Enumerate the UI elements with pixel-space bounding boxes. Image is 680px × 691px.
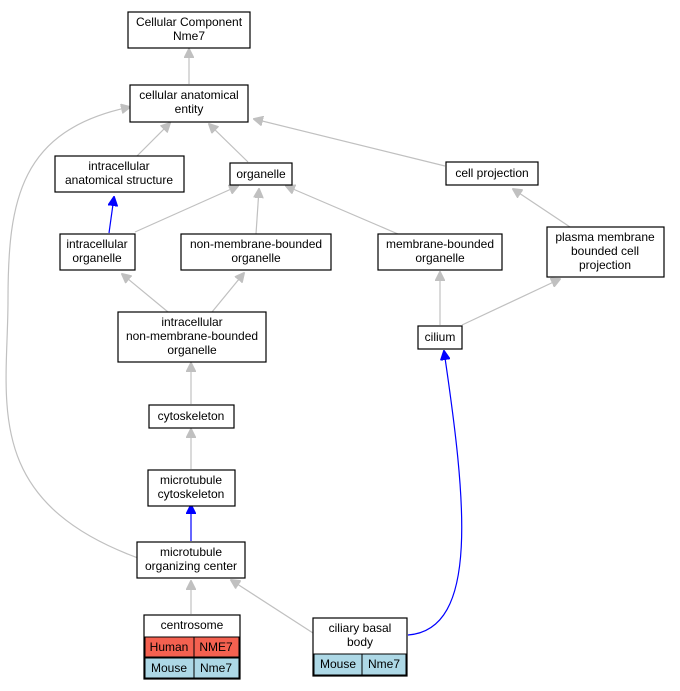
node-label-line: organizing center: [145, 559, 237, 573]
node-centrosome[interactable]: centrosome Human NME7 Mouse Nme7: [143, 614, 241, 680]
node-organelle[interactable]: organelle: [229, 162, 293, 186]
species-label: Mouse: [151, 661, 187, 675]
node-label-line: cytoskeleton: [158, 487, 225, 501]
species-row-mouse: Mouse Nme7: [144, 657, 240, 679]
node-label-line: organelle: [231, 251, 281, 265]
edge-organelle-to-cae: [209, 124, 249, 163]
species-row-human: Human NME7: [144, 636, 240, 658]
node-intracellular-organelle[interactable]: intracellular organelle: [59, 233, 136, 271]
gene-label: Nme7: [200, 661, 232, 675]
node-plasma-membrane-bounded-cell-projection[interactable]: plasma membrane bounded cell projection: [546, 226, 665, 278]
node-intracellular-non-membrane-bounded-organelle[interactable]: intracellular non-membrane-bounded organ…: [117, 311, 267, 363]
node-microtubule-cytoskeleton[interactable]: microtubule cytoskeleton: [147, 469, 236, 507]
node-label-line: organelle: [167, 343, 217, 357]
edge-intraorg-to-ias: [109, 197, 114, 234]
node-label-line: organelle: [415, 251, 465, 265]
node-label-line: ciliary basal: [329, 621, 392, 635]
species-row-mouse: Mouse Nme7: [313, 653, 407, 676]
node-cytoskeleton[interactable]: cytoskeleton: [148, 404, 235, 429]
node-label-line: cilium: [425, 330, 456, 344]
edge-pmbcp-to-cellproj: [513, 189, 571, 228]
edge-intraorg-to-organelle: [134, 186, 238, 233]
edges: [5, 49, 571, 636]
gene-cell-mouse: [193, 657, 240, 679]
edge-mtoc-to-cae: [5, 107, 139, 559]
node-label-line: cellular anatomical: [139, 88, 238, 102]
node-cilium[interactable]: cilium: [417, 325, 463, 350]
species-label: Human: [150, 640, 189, 654]
gene-label: Nme7: [368, 657, 400, 671]
edge-mbo-to-organelle: [286, 186, 399, 235]
node-label-line: membrane-bounded: [386, 237, 494, 251]
edge-cbb-to-mtoc: [231, 580, 314, 634]
node-label-line: projection: [579, 258, 631, 272]
node-label-line: Nme7: [173, 29, 205, 43]
node-label-line: anatomical structure: [65, 173, 173, 187]
node-label-line: entity: [175, 102, 204, 116]
node-ciliary-basal-body[interactable]: ciliary basal body Mouse Nme7: [312, 617, 408, 677]
node-label-line: non-membrane-bounded: [190, 237, 322, 251]
edge-cilium-to-pmbcp: [461, 279, 560, 326]
node-label-line: organelle: [236, 167, 286, 181]
edge-inmbo-to-intraorg: [122, 274, 169, 313]
edge-cbb-to-cilium: [407, 351, 463, 636]
node-label-line: bounded cell: [571, 244, 639, 258]
species-label: Mouse: [320, 657, 356, 671]
gene-label: NME7: [199, 640, 233, 654]
node-label-line: microtubule: [160, 545, 222, 559]
node-intracellular-anatomical-structure[interactable]: intracellular anatomical structure: [54, 155, 185, 193]
edge-nmbo-to-organelle: [256, 189, 259, 235]
node-label-line: intracellular: [66, 237, 127, 251]
node-non-membrane-bounded-organelle[interactable]: non-membrane-bounded organelle: [180, 233, 332, 271]
node-label-line: intracellular: [88, 159, 149, 173]
node-label-line: plasma membrane: [555, 230, 655, 244]
node-label-line: centrosome: [161, 618, 224, 632]
gene-cell-human: [193, 636, 240, 658]
node-label-line: Cellular Component: [136, 15, 243, 29]
node-label-line: organelle: [72, 251, 122, 265]
edge-inmbo-to-nmbo: [211, 273, 244, 313]
node-cell-projection[interactable]: cell projection: [445, 161, 539, 186]
node-label-line: body: [347, 635, 373, 649]
node-cellular-component-nme7[interactable]: Cellular Component Nme7: [127, 11, 251, 49]
gene-cell-mouse: [361, 653, 407, 676]
node-label-line: cytoskeleton: [158, 409, 225, 423]
node-label-line: non-membrane-bounded: [126, 329, 258, 343]
node-label-line: intracellular: [161, 315, 222, 329]
node-cellular-anatomical-entity[interactable]: cellular anatomical entity: [129, 84, 249, 123]
node-microtubule-organizing-center[interactable]: microtubule organizing center: [136, 541, 246, 579]
node-label-line: cell projection: [455, 166, 528, 180]
node-label-line: microtubule: [160, 473, 222, 487]
edge-ias-to-cae: [136, 123, 170, 157]
edge-cellproj-to-cae: [254, 119, 446, 167]
node-membrane-bounded-organelle[interactable]: membrane-bounded organelle: [377, 233, 503, 271]
